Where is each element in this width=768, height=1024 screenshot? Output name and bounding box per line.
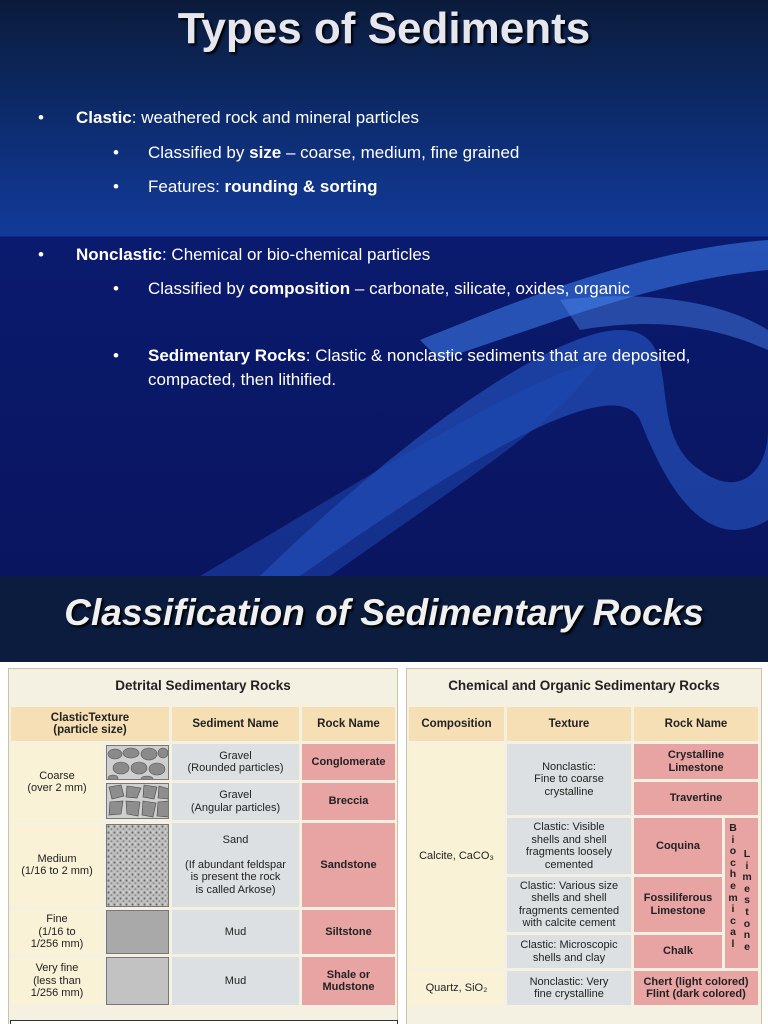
texture-clastic-loose: Clastic: Visible shells and shell fragme… — [507, 818, 631, 874]
slide-title: Classification of Sedimentary Rocks — [64, 592, 704, 633]
texture-medium: Medium (1/16 to 2 mm) — [11, 823, 103, 907]
vertical-letter: e — [744, 882, 750, 895]
vertical-letter: e — [744, 940, 750, 953]
detrital-table: Detrital Sedimentary Rocks ClasticTextur… — [8, 668, 398, 1024]
texture-very-fine: Very fine (less than 1/256 mm) — [11, 957, 103, 1005]
rock-chert-flint: Chert (light colored) Flint (dark colore… — [634, 971, 758, 1005]
title-bar — [0, 576, 768, 662]
rounded-gravel-swatch — [106, 745, 169, 780]
header-rock-name: Rock Name — [634, 707, 758, 741]
rock-fossiliferous-limestone: Fossiliferous Limestone — [634, 877, 722, 932]
bullet-icon: • — [113, 279, 119, 298]
vertical-letter: o — [743, 917, 751, 930]
sand-swatch — [106, 824, 169, 907]
bullet-classified-composition: Classified by composition – carbonate, s… — [148, 279, 630, 298]
sediment-mud-fine: Mud — [172, 910, 299, 954]
silt-swatch — [106, 910, 169, 954]
vertical-letter: i — [731, 833, 735, 846]
chemical-table: Chemical and Organic Sedimentary Rocks C… — [406, 668, 762, 1024]
vertical-letter: m — [728, 891, 738, 904]
rock-sandstone: Sandstone — [302, 823, 395, 907]
mud-swatch — [106, 957, 169, 1005]
vertical-letter: m — [742, 871, 752, 884]
chemical-table-title: Chemical and Organic Sedimentary Rocks — [448, 678, 720, 693]
rock-crystalline-limestone: Crystalline Limestone — [634, 744, 758, 779]
composition-calcite: Calcite, CaCO₃ — [409, 744, 504, 968]
bullet-features: Features: rounding & sorting — [148, 177, 378, 196]
rock-breccia: Breccia — [302, 783, 395, 820]
bullet-icon: • — [38, 245, 44, 264]
rock-chalk: Chalk — [634, 935, 722, 968]
bullet-icon: • — [113, 346, 119, 365]
vertical-letter: o — [729, 845, 737, 858]
bullet-icon: • — [113, 143, 119, 162]
vertical-letter: a — [730, 926, 736, 939]
biochemical-limestone-cell — [725, 818, 758, 968]
bullet-nonclastic: Nonclastic: Chemical or bio-chemical par… — [76, 245, 431, 264]
texture-nonclastic-crystalline: Nonclastic: Fine to coarse crystalline — [507, 744, 631, 815]
angular-gravel-swatch — [106, 783, 169, 819]
texture-fine: Fine (1/16 to 1/256 mm) — [11, 910, 103, 954]
vertical-letter: h — [729, 868, 737, 881]
bullet-classified-size: Classified by size – coarse, medium, fin… — [148, 143, 520, 162]
swoosh-decoration — [200, 240, 768, 576]
texture-microscopic: Clastic: Microscopic shells and clay — [507, 935, 631, 968]
vertical-letter: c — [730, 856, 736, 869]
next-table-edge — [10, 1020, 398, 1024]
rock-conglomerate: Conglomerate — [302, 744, 395, 780]
sediment-gravel-rounded: Gravel (Rounded particles) — [172, 744, 299, 780]
header-texture: Texture — [507, 707, 631, 741]
header-rock-name: Rock Name — [302, 707, 395, 741]
rock-siltstone: Siltstone — [302, 910, 395, 954]
slide-types-of-sediments: Types of Sediments • Clastic: weathered … — [0, 0, 768, 576]
vertical-letter: i — [731, 903, 735, 916]
vertical-letter: c — [730, 914, 736, 927]
texture-clastic-cemented: Clastic: Various size shells and shell f… — [507, 877, 631, 932]
bullet-icon: • — [113, 177, 119, 196]
vertical-letter: n — [743, 929, 751, 942]
bullet-clastic: Clastic: weathered rock and mineral part… — [76, 108, 419, 127]
rock-shale-mudstone: Shale or Mudstone — [302, 957, 395, 1005]
sediment-mud-very-fine: Mud — [172, 957, 299, 1005]
sediment-sand: Sand (If abundant feldspar is present th… — [172, 823, 299, 907]
sediment-gravel-angular: Gravel (Angular particles) — [172, 783, 299, 820]
vertical-letter: B — [729, 822, 737, 834]
composition-quartz: Quartz, SiO₂ — [409, 971, 504, 1005]
bullet-icon: • — [38, 108, 44, 127]
vertical-letter: s — [744, 894, 750, 907]
vertical-letter: L — [743, 848, 751, 860]
header-sediment-name: Sediment Name — [172, 707, 299, 741]
vertical-letter: l — [731, 937, 735, 950]
vertical-letter: i — [745, 859, 749, 872]
header-clastic-texture: ClasticTexture (particle size) — [11, 707, 169, 741]
texture-very-fine-crystalline: Nonclastic: Very fine crystalline — [507, 971, 631, 1005]
rock-coquina: Coquina — [634, 818, 722, 874]
vertical-letter: e — [730, 879, 736, 892]
rock-travertine: Travertine — [634, 782, 758, 815]
vertical-letter: t — [745, 905, 749, 918]
slide-classification: Classification of Sedimentary Rocks Detr… — [0, 576, 768, 1024]
header-composition: Composition — [409, 707, 504, 741]
detrital-table-title: Detrital Sedimentary Rocks — [115, 678, 291, 693]
texture-coarse: Coarse (over 2 mm) — [11, 744, 103, 820]
slide-title: Types of Sediments — [177, 4, 591, 53]
bullet-sedimentary-rocks: Sedimentary Rocks: Clastic & nonclastic … — [148, 346, 691, 389]
